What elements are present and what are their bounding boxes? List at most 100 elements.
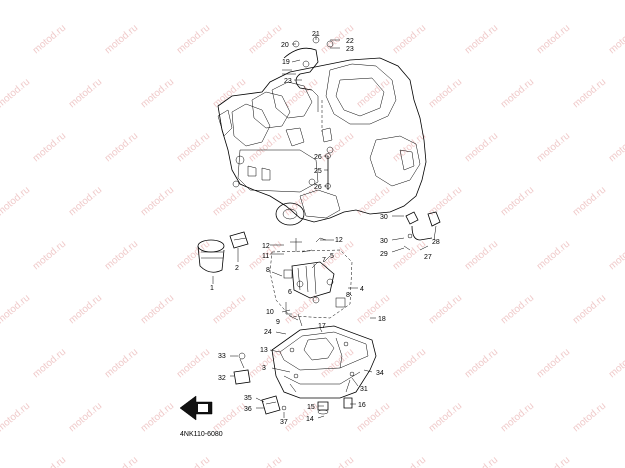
callout-17: 17	[318, 323, 326, 330]
watermark-text: motod.ru	[0, 0, 32, 2]
watermark-text: motod.ru	[139, 77, 176, 111]
watermark-text: motod.ru	[31, 239, 68, 273]
callout-23b: 23	[284, 78, 292, 85]
watermark-text: motod.ru	[427, 401, 464, 435]
watermark-text: motod.ru	[67, 185, 104, 219]
oil-pump-assembly-drawing	[269, 237, 353, 327]
callout-14: 14	[306, 416, 314, 423]
watermark-text: motod.ru	[103, 23, 140, 57]
watermark-text: motod.ru	[391, 455, 428, 468]
diagram-reference-code: 4NK110-6080	[180, 431, 223, 438]
watermark-text: motod.ru	[31, 455, 68, 468]
watermark-text: motod.ru	[499, 77, 536, 111]
watermark-text: motod.ru	[355, 0, 392, 2]
callout-3: 3	[262, 365, 266, 372]
callout-33: 33	[218, 353, 226, 360]
callout-35: 35	[244, 395, 252, 402]
callout-6: 6	[288, 289, 292, 296]
watermark-text: motod.ru	[67, 293, 104, 327]
callout-27: 27	[424, 254, 432, 261]
callout-21: 21	[312, 31, 320, 38]
callout-labels: 1 2 3 4 5 6 7 8 8 9 10 11 12 12 13 14 15…	[210, 31, 440, 426]
watermark-text: motod.ru	[0, 401, 32, 435]
callout-16: 16	[358, 402, 366, 409]
watermark-text: motod.ru	[463, 455, 500, 468]
watermark-text: motod.ru	[463, 131, 500, 165]
watermark-text: motod.ru	[139, 0, 176, 2]
callout-28: 28	[432, 239, 440, 246]
watermark-text: motod.ru	[247, 131, 284, 165]
watermark-text: motod.ru	[427, 293, 464, 327]
callout-12a: 12	[262, 243, 270, 250]
watermark-text: motod.ru	[139, 401, 176, 435]
watermark-text: motod.ru	[499, 0, 536, 2]
watermark-text: motod.ru	[427, 0, 464, 2]
watermark-text: motod.ru	[103, 131, 140, 165]
watermark-text: motod.ru	[67, 77, 104, 111]
callout-30a: 30	[380, 214, 388, 221]
watermark-text: motod.ru	[607, 239, 625, 273]
callout-1: 1	[210, 285, 214, 292]
callout-34: 34	[376, 370, 384, 377]
watermark-text: motod.ru	[211, 0, 248, 2]
watermark-text: motod.ru	[139, 293, 176, 327]
watermark-text: motod.ru	[571, 0, 608, 2]
watermark-text: motod.ru	[391, 347, 428, 381]
watermark-text: motod.ru	[103, 239, 140, 273]
watermark-text: motod.ru	[535, 347, 572, 381]
watermark-text: motod.ru	[571, 401, 608, 435]
callout-26b: 26	[314, 184, 322, 191]
watermark-text: motod.ru	[571, 77, 608, 111]
watermark-text: motod.ru	[67, 0, 104, 2]
watermark-text: motod.ru	[607, 347, 625, 381]
watermark-text: motod.ru	[427, 77, 464, 111]
callout-30b: 30	[380, 238, 388, 245]
watermark-text: motod.ru	[67, 401, 104, 435]
callout-26a: 26	[314, 154, 322, 161]
callout-37: 37	[280, 419, 288, 426]
small-parts-left-drawing	[233, 352, 251, 385]
leader-lines	[212, 34, 437, 419]
watermark-text: motod.ru	[499, 401, 536, 435]
callout-8b: 8	[346, 292, 350, 299]
watermark-text: motod.ru	[391, 239, 428, 273]
watermark-text: motod.ru	[247, 455, 284, 468]
callout-25: 25	[314, 168, 322, 175]
callout-5: 5	[330, 253, 334, 260]
watermark-text: motod.ru	[499, 185, 536, 219]
watermark-text: motod.ru	[319, 455, 356, 468]
callout-24: 24	[264, 329, 272, 336]
callout-32: 32	[218, 375, 226, 382]
watermark-text: motod.ru	[607, 23, 625, 57]
callout-9: 9	[276, 319, 280, 326]
oil-pan-drawing	[271, 325, 377, 399]
callout-8a: 8	[266, 267, 270, 274]
engine-block-drawing	[217, 57, 427, 223]
watermark-text: motod.ru	[211, 401, 248, 435]
callout-2: 2	[235, 265, 239, 272]
watermark-text: motod.ru	[139, 185, 176, 219]
callout-15: 15	[307, 404, 315, 411]
watermark-text: motod.ru	[31, 23, 68, 57]
callout-19: 19	[282, 59, 290, 66]
oil-cooler-drawing	[275, 202, 305, 226]
watermark-text: motod.ru	[535, 23, 572, 57]
watermark-text: motod.ru	[463, 23, 500, 57]
watermark-text: motod.ru	[211, 77, 248, 111]
watermark-text: motod.ru	[0, 77, 32, 111]
callout-31: 31	[360, 386, 368, 393]
front-arrow-icon	[179, 395, 213, 421]
watermark-text: motod.ru	[247, 23, 284, 57]
watermark-text: motod.ru	[31, 131, 68, 165]
watermark-text: motod.ru	[103, 455, 140, 468]
watermark-text: motod.ru	[175, 239, 212, 273]
watermark-text: motod.ru	[175, 455, 212, 468]
callout-7: 7	[322, 257, 326, 264]
callout-20: 20	[281, 42, 289, 49]
sensor-drawing	[261, 395, 287, 415]
watermark-text: motod.ru	[535, 455, 572, 468]
watermark-text: motod.ru	[391, 23, 428, 57]
callout-11: 11	[262, 253, 269, 260]
watermark-text: motod.ru	[319, 131, 356, 165]
watermark-text: motod.ru	[0, 185, 32, 219]
